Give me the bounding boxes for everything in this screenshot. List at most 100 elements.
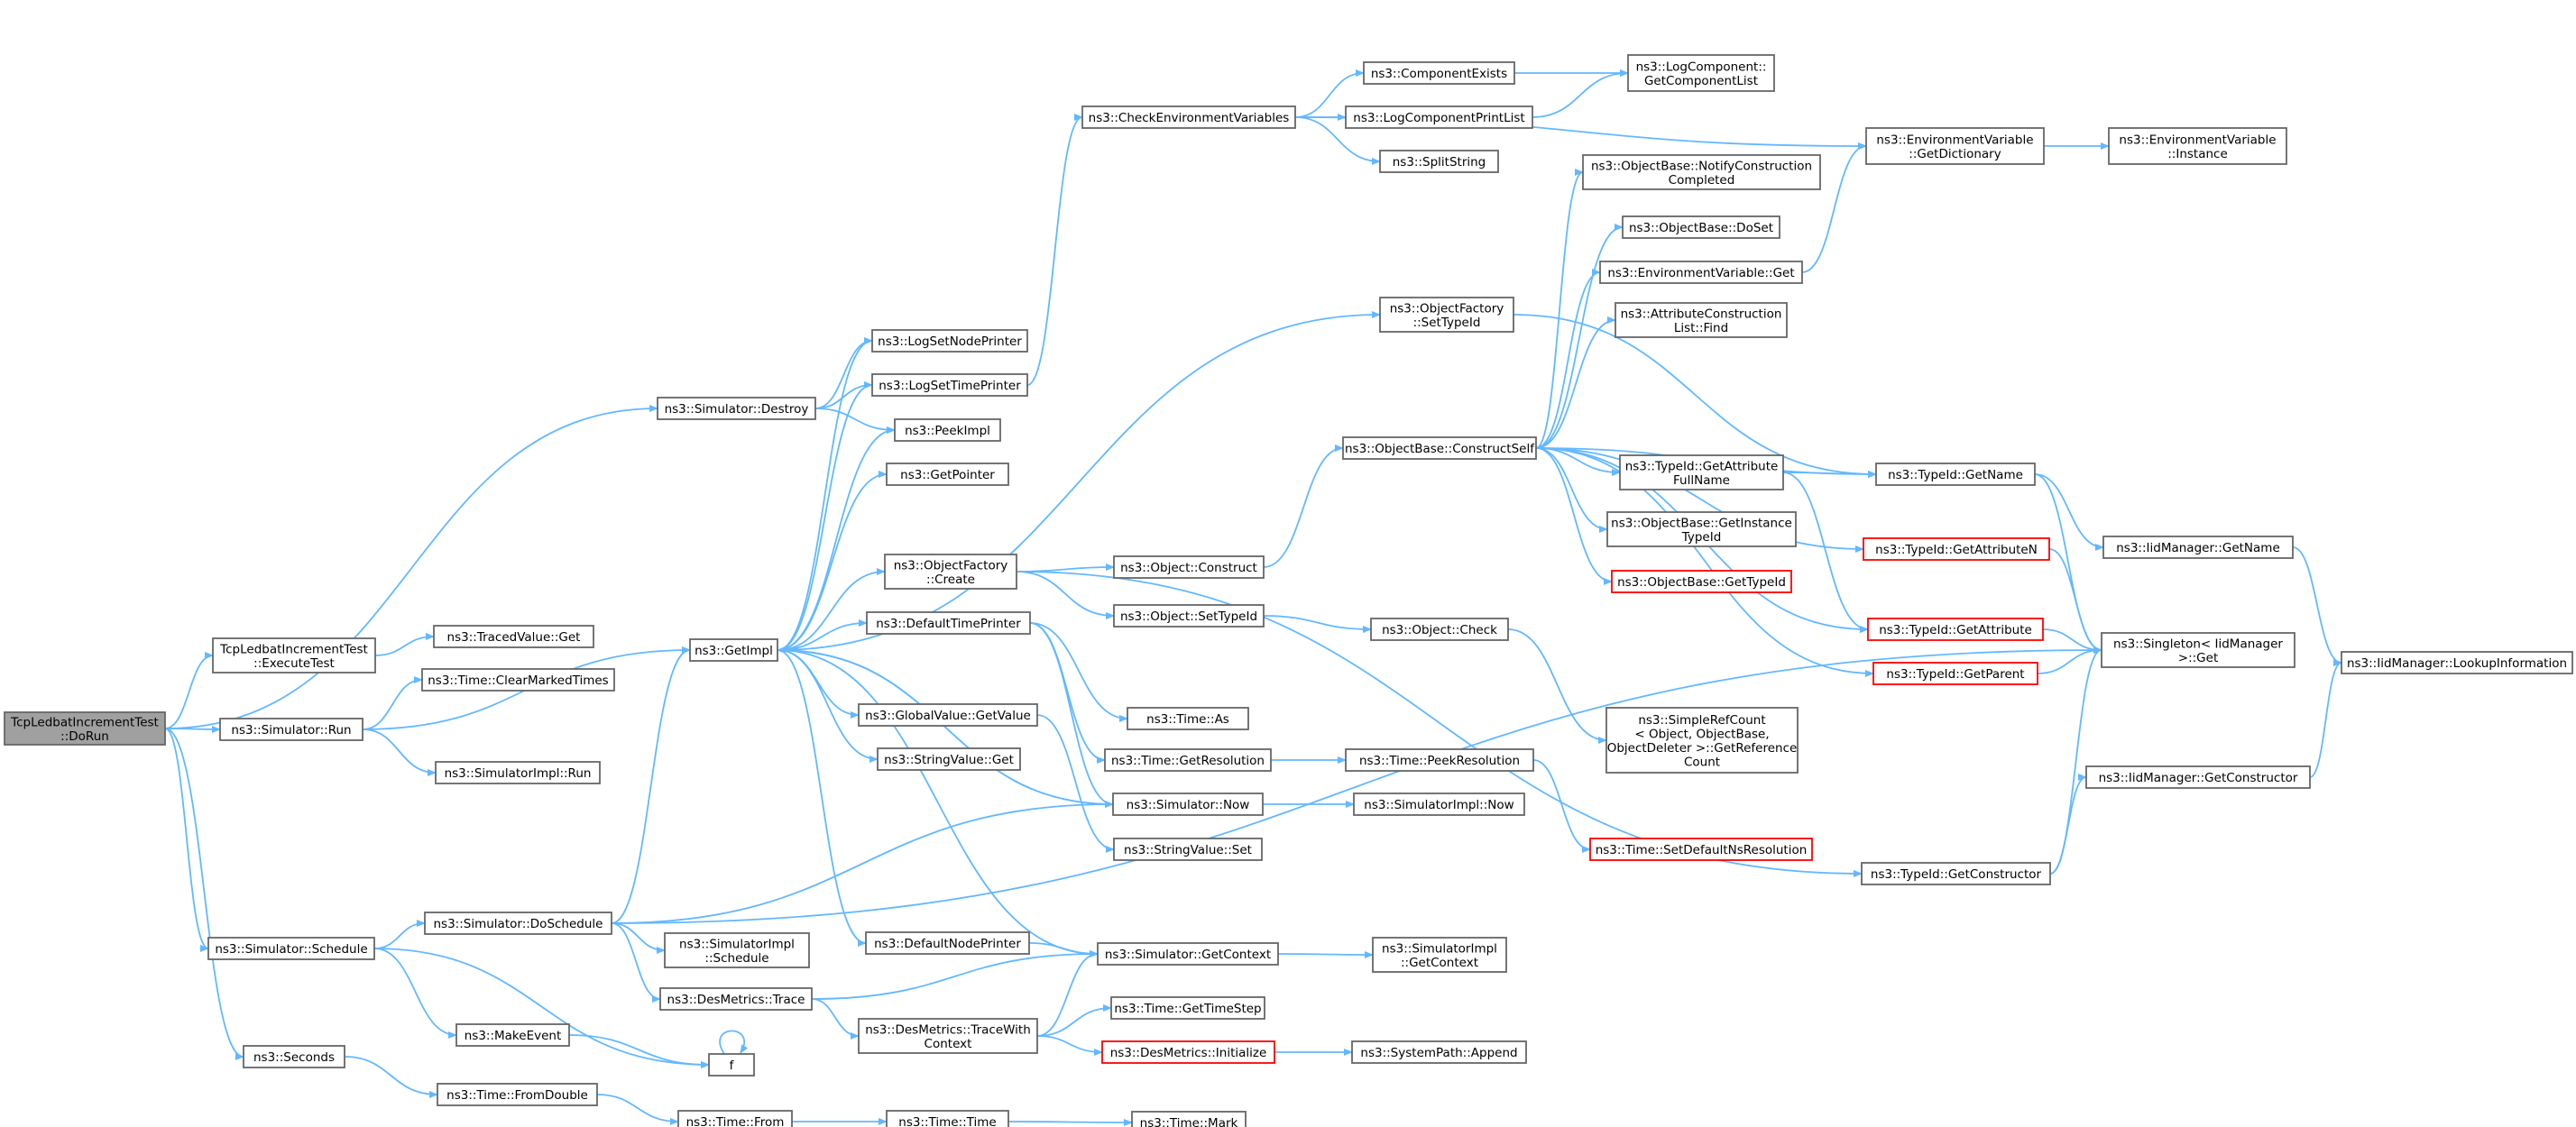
node-des-initialize[interactable]: ns3::DesMetrics::Initialize	[1101, 1040, 1275, 1064]
node-time-mark-box	[1131, 1111, 1247, 1127]
node-time-time[interactable]: ns3::Time::Time	[886, 1110, 1009, 1127]
node-env-var-get[interactable]: ns3::EnvironmentVariable::Get	[1599, 261, 1803, 284]
edge-get_attribute_fullname-to-typeid_get_attribute	[1782, 472, 1869, 633]
node-seconds[interactable]: ns3::Seconds	[243, 1045, 345, 1068]
node-typeid-getname[interactable]: ns3::TypeId::GetName	[1875, 463, 2036, 486]
node-time-as[interactable]: ns3::Time::As	[1127, 707, 1249, 730]
node-object-settypeid[interactable]: ns3::Object::SetTypeId	[1113, 604, 1265, 628]
edge-do_schedule-to-get_impl	[611, 646, 691, 924]
node-log-time-printer[interactable]: ns3::LogSetTimePrinter	[871, 373, 1028, 397]
node-typeid-get-parent[interactable]: ns3::TypeId::GetParent	[1872, 662, 2038, 685]
node-sim-destroy-label: ns3::Simulator::Destroy	[665, 402, 809, 417]
node-objectbase-gettypeid[interactable]: ns3::ObjectBase::GetTypeId	[1611, 570, 1792, 593]
node-string-get-box	[877, 747, 1021, 771]
node-get-impl[interactable]: ns3::GetImpl	[689, 638, 778, 662]
edge-root-to-execute_test	[164, 652, 214, 729]
node-time-mark[interactable]: ns3::Time::Mark	[1131, 1111, 1247, 1127]
node-default-node-printer[interactable]: ns3::DefaultNodePrinter	[865, 931, 1030, 955]
node-log-time-printer-label: ns3::LogSetTimePrinter	[879, 379, 1021, 393]
node-sim-now[interactable]: ns3::Simulator::Now	[1112, 793, 1264, 816]
node-root[interactable]: TcpLedbatIncrementTest::DoRun	[4, 711, 166, 746]
node-typeid-get-attribute[interactable]: ns3::TypeId::GetAttribute	[1867, 618, 2044, 641]
node-peek-impl[interactable]: ns3::PeekImpl	[894, 418, 1001, 442]
node-get-component-list-label: GetComponentList	[1644, 74, 1758, 88]
node-get-component-list[interactable]: ns3::LogComponent::GetComponentList	[1627, 54, 1775, 92]
node-sim-run[interactable]: ns3::Simulator::Run	[219, 718, 363, 741]
node-sim-destroy[interactable]: ns3::Simulator::Destroy	[657, 397, 816, 420]
edge-construct_self-to-typeid_get_attribute_n	[1535, 447, 1864, 553]
node-iidmanager-getname[interactable]: ns3::IidManager::GetName	[2102, 536, 2294, 559]
node-log-node-printer[interactable]: ns3::LogSetNodePrinter	[871, 329, 1028, 353]
node-iidmanager-lookup-box	[2341, 651, 2573, 674]
node-simple-ref-count[interactable]: ns3::SimpleRefCount< Object, ObjectBase,…	[1605, 707, 1799, 774]
node-from-double[interactable]: ns3::Time::FromDouble	[437, 1083, 598, 1106]
node-simimpl-now[interactable]: ns3::SimulatorImpl::Now	[1353, 793, 1525, 816]
node-clear-marked[interactable]: ns3::Time::ClearMarkedTimes	[421, 668, 615, 692]
node-split-string[interactable]: ns3::SplitString	[1379, 150, 1499, 173]
node-execute-test[interactable]: TcpLedbatIncrementTest::ExecuteTest	[212, 637, 376, 673]
node-sim-get-context[interactable]: ns3::Simulator::GetContext	[1097, 942, 1279, 966]
node-objectbase-doset[interactable]: ns3::ObjectBase::DoSet	[1622, 215, 1780, 239]
edge-iidmanager_get_constructor-to-iidmanager_lookup	[2309, 659, 2342, 778]
node-object-check[interactable]: ns3::Object::Check	[1370, 618, 1509, 641]
node-set-default-ns-resolution[interactable]: ns3::Time::SetDefaultNsResolution	[1589, 838, 1813, 861]
edge-typeid_get_parent-to-singleton_get	[2037, 646, 2102, 674]
node-notify-construction[interactable]: ns3::ObjectBase::NotifyConstructionCompl…	[1582, 154, 1821, 190]
node-simimpl-run[interactable]: ns3::SimulatorImpl::Run	[435, 761, 601, 784]
node-string-set[interactable]: ns3::StringValue::Set	[1113, 838, 1263, 861]
node-time-mark-label: ns3::Time::Mark	[1140, 1116, 1238, 1127]
node-sim-get-context-label: ns3::Simulator::GetContext	[1105, 948, 1271, 962]
node-traced-get[interactable]: ns3::TracedValue::Get	[433, 625, 594, 648]
node-simimpl-get-context[interactable]: ns3::SimulatorImpl::GetContext	[1372, 937, 1507, 973]
node-construct-self[interactable]: ns3::ObjectBase::ConstructSelf	[1342, 436, 1537, 460]
node-time-from[interactable]: ns3::Time::From	[677, 1110, 793, 1127]
node-system-path-append-box	[1351, 1040, 1527, 1064]
node-log-component-print[interactable]: ns3::LogComponentPrintList	[1345, 105, 1533, 129]
node-component-exists[interactable]: ns3::ComponentExists	[1363, 61, 1515, 85]
node-object-construct[interactable]: ns3::Object::Construct	[1113, 555, 1265, 579]
node-iidmanager-lookup[interactable]: ns3::IidManager::LookupInformation	[2341, 651, 2573, 674]
node-attr-construction-find-label: ns3::AttributeConstruction	[1621, 307, 1782, 321]
node-obj-factory-create[interactable]: ns3::ObjectFactory::Create	[884, 554, 1017, 590]
node-obj-factory-create-label: ::Create	[926, 573, 975, 587]
edge-construct_self-to-notify_construction	[1535, 169, 1584, 449]
node-typeid-get-attribute-n[interactable]: ns3::TypeId::GetAttributeN	[1863, 537, 2050, 561]
node-string-get[interactable]: ns3::StringValue::Get	[877, 747, 1021, 771]
node-env-var-get-dictionary-label: ::GetDictionary	[1909, 147, 2001, 161]
node-des-trace[interactable]: ns3::DesMetrics::Trace	[659, 987, 813, 1011]
node-iidmanager-get-constructor[interactable]: ns3::IidManager::GetConstructor	[2085, 765, 2311, 789]
node-simimpl-get-context-label: ::GetContext	[1401, 956, 1478, 970]
node-time-time-box	[886, 1110, 1009, 1127]
node-do-schedule-label: ns3::Simulator::DoSchedule	[434, 917, 603, 931]
node-env-var-instance[interactable]: ns3::EnvironmentVariable::Instance	[2108, 127, 2287, 165]
node-gv-get-value[interactable]: ns3::GlobalValue::GetValue	[858, 703, 1038, 727]
node-make-event[interactable]: ns3::MakeEvent	[455, 1023, 570, 1047]
node-system-path-append[interactable]: ns3::SystemPath::Append	[1351, 1040, 1527, 1064]
node-env-var-get-dictionary[interactable]: ns3::EnvironmentVariable::GetDictionary	[1865, 127, 2045, 165]
node-time-get-resolution[interactable]: ns3::Time::GetResolution	[1104, 748, 1272, 772]
node-singleton-get[interactable]: ns3::Singleton< IidManager>::Get	[2101, 632, 2295, 668]
node-obj-factory-settypeid[interactable]: ns3::ObjectFactory::SetTypeId	[1379, 297, 1514, 333]
node-execute-test-label: ::ExecuteTest	[253, 656, 335, 671]
node-f[interactable]: f	[708, 1053, 755, 1077]
node-des-initialize-box	[1101, 1040, 1275, 1064]
node-trace-with-context-box	[858, 1018, 1038, 1054]
node-simimpl-schedule[interactable]: ns3::SimulatorImpl::Schedule	[664, 932, 810, 968]
node-time-get-timestep[interactable]: ns3::Time::GetTimeStep	[1110, 996, 1265, 1020]
node-time-peek-resolution[interactable]: ns3::Time::PeekResolution	[1345, 748, 1534, 772]
edge-sim_destroy-to-log_node_printer	[814, 337, 873, 409]
node-typeid-get-constructor[interactable]: ns3::TypeId::GetConstructor	[1861, 862, 2051, 885]
node-sim-schedule[interactable]: ns3::Simulator::Schedule	[207, 937, 375, 960]
node-do-schedule[interactable]: ns3::Simulator::DoSchedule	[424, 912, 612, 935]
node-split-string-box	[1379, 150, 1499, 173]
node-default-time-printer[interactable]: ns3::DefaultTimePrinter	[866, 611, 1031, 635]
node-check-env[interactable]: ns3::CheckEnvironmentVariables	[1081, 105, 1296, 129]
node-get-pointer[interactable]: ns3::GetPointer	[886, 463, 1009, 486]
node-typeid-getname-label: ns3::TypeId::GetName	[1888, 468, 2023, 482]
node-from-double-box	[437, 1083, 598, 1106]
node-log-time-printer-box	[871, 373, 1028, 397]
